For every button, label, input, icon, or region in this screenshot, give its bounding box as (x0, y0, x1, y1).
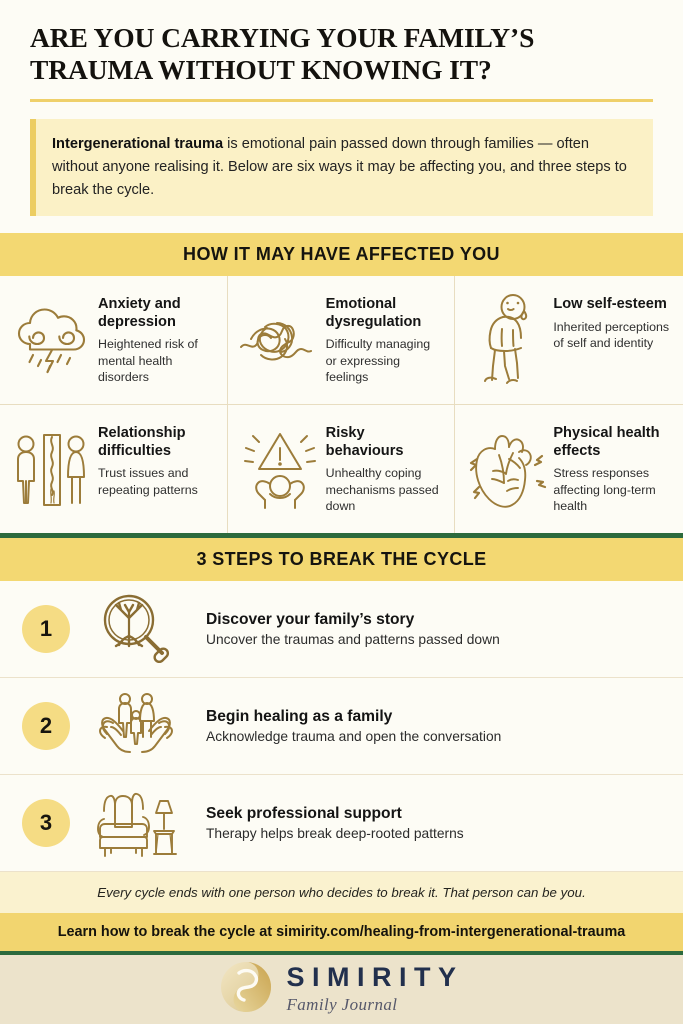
brand-tagline: Family Journal (286, 995, 398, 1015)
steps-list: 1 Discover your family’s story Uncover t… (0, 581, 683, 872)
effect-desc: Unhealthy coping mechanisms passed down (325, 466, 439, 514)
title-divider (30, 99, 653, 103)
armchair-lamp-icon (80, 784, 192, 862)
effects-section-band: HOW IT MAY HAVE AFFECTED YOU (0, 233, 683, 277)
storm-cloud-icon (6, 292, 98, 388)
step-title: Begin healing as a family (206, 708, 393, 726)
step-text: Seek professional support Therapy helps … (206, 805, 464, 841)
effect-title: Anxiety and depression (98, 296, 181, 330)
effect-text: Emotional dysregulation Difficulty manag… (326, 292, 447, 386)
effect-text: Anxiety and depression Heightened risk o… (98, 292, 219, 386)
simirity-yin-yang-logo (219, 960, 273, 1019)
step-text: Begin healing as a family Acknowledge tr… (206, 708, 501, 744)
effect-desc: Stress responses affecting long-term hea… (553, 466, 656, 514)
slumped-person-icon (461, 292, 553, 388)
effect-desc: Inherited perceptions of self and identi… (553, 319, 670, 351)
effect-desc: Trust issues and repeating patterns (98, 466, 198, 497)
anatomical-heart-icon (461, 421, 553, 517)
step-desc: Acknowledge trauma and open the conversa… (206, 729, 502, 745)
brand-footer: SIMIRITY Family Journal (0, 955, 683, 1024)
effect-desc: Heightened risk of mental health disorde… (98, 337, 198, 385)
cupped-hands-family-icon (80, 687, 192, 765)
brand-text: SIMIRITY Family Journal (286, 964, 463, 1015)
header: ARE YOU CARRYING YOUR FAMILY’S TRAUMA WI… (0, 0, 683, 103)
steps-section-band: 3 STEPS TO BREAK THE CYCLE (0, 533, 683, 582)
step-number-badge: 3 (22, 799, 70, 848)
effect-card: Physical health effects Stress responses… (455, 405, 683, 533)
magnifier-family-tree-icon (80, 590, 192, 668)
effect-title: Relationship difficulties (98, 425, 186, 459)
divided-couple-icon (6, 421, 98, 517)
step-title: Discover your family’s story (206, 611, 415, 629)
effect-text: Physical health effects Stress responses… (553, 421, 675, 515)
effects-grid: Anxiety and depression Heightened risk o… (0, 276, 683, 534)
step-desc: Therapy helps break deep-rooted patterns (206, 826, 464, 842)
effect-text: Low self-esteem Inherited perceptions of… (553, 292, 675, 352)
effect-card: Relationship difficulties Trust issues a… (0, 405, 228, 534)
brand-name: SIMIRITY (286, 962, 464, 993)
effect-card: Risky behaviours Unhealthy coping mechan… (228, 405, 456, 534)
effect-title: Risky behaviours (325, 425, 404, 459)
effect-card: Low self-esteem Inherited perceptions of… (455, 276, 683, 406)
effect-title: Physical health effects (553, 425, 660, 459)
page-title: ARE YOU CARRYING YOUR FAMILY’S TRAUMA WI… (30, 22, 535, 86)
effect-desc: Difficulty managing or expressing feelin… (325, 337, 431, 385)
cta-link-band[interactable]: Learn how to break the cycle at simirity… (0, 913, 683, 956)
step-title: Seek professional support (206, 805, 402, 823)
step-number-badge: 2 (22, 702, 70, 751)
effect-text: Risky behaviours Unhealthy coping mechan… (326, 421, 447, 515)
closing-quote: Every cycle ends with one person who dec… (0, 871, 683, 914)
step-row: 1 Discover your family’s story Uncover t… (0, 581, 683, 679)
step-desc: Uncover the traumas and patterns passed … (206, 632, 500, 648)
effect-card: Emotional dysregulation Difficulty manag… (227, 276, 456, 406)
step-text: Discover your family’s story Uncover the… (206, 611, 500, 647)
spacer (0, 216, 683, 234)
intro-callout: Intergenerational trauma is emotional pa… (30, 119, 653, 217)
step-row: 2 (0, 678, 683, 776)
effect-title: Low self-esteem (553, 296, 667, 313)
intro-lead-term: Intergenerational trauma (52, 136, 224, 153)
intro-wrapper: Intergenerational trauma is emotional pa… (0, 102, 683, 217)
effect-text: Relationship difficulties Trust issues a… (98, 421, 219, 498)
effect-title: Emotional dysregulation (325, 296, 422, 330)
step-row: 3 (0, 775, 683, 871)
intro-body-text: is emotional pain passed down through fa… (52, 136, 627, 198)
effect-card: Anxiety and depression Heightened risk o… (0, 276, 228, 406)
tangled-knot-icon (234, 292, 326, 388)
warning-triangle-icon (234, 421, 326, 517)
step-number-badge: 1 (22, 605, 70, 654)
